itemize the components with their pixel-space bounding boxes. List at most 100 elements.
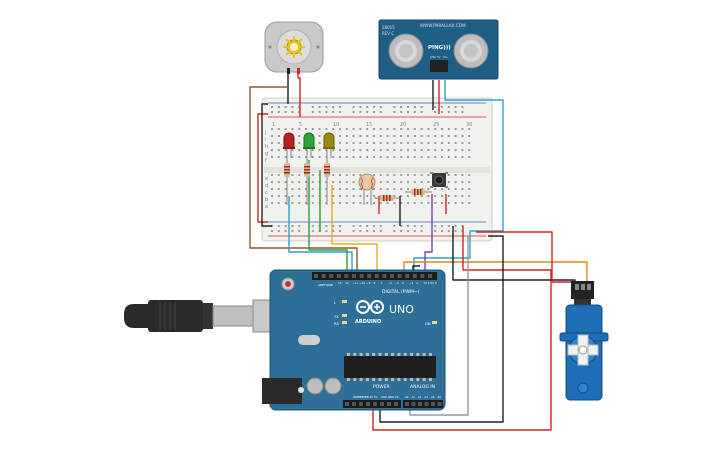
digital-pin-label: RX 0 <box>430 281 437 285</box>
breadboard-holes <box>271 106 471 232</box>
wire-red[interactable] <box>372 226 552 431</box>
sensor-brand: WWW.PARALLAX.COM <box>420 23 466 28</box>
digital-pin-label: ~5 <box>395 281 399 285</box>
wire-black[interactable] <box>379 235 504 423</box>
wires <box>249 73 588 431</box>
wire-cyan[interactable] <box>288 196 353 272</box>
column-number: 10 <box>333 122 339 128</box>
column-number: 30 <box>466 122 472 128</box>
column-number: 15 <box>366 122 372 128</box>
usb-cable-icon[interactable] <box>124 299 296 333</box>
digital-header <box>314 274 432 278</box>
row-letter: f <box>265 158 267 164</box>
analog-pin-label: A1 <box>412 395 416 399</box>
wire-cyan[interactable] <box>413 80 504 272</box>
sensor-label: PING))) <box>428 45 451 51</box>
digital-pin-label: 8 <box>374 281 376 285</box>
digital-pin-label: 7 <box>381 281 383 285</box>
row-letter: e <box>265 176 268 182</box>
sensor-pin-gnd: GND <box>430 55 436 59</box>
power-pin-label: GND <box>381 395 387 399</box>
row-letter: a <box>265 204 268 210</box>
column-number: 25 <box>433 122 439 128</box>
pushbutton-icon[interactable] <box>430 172 448 188</box>
wire-red[interactable] <box>257 113 268 223</box>
wire-black[interactable] <box>261 103 272 227</box>
digital-pin-label: ~9 <box>366 281 370 285</box>
row-letter: b <box>265 197 268 203</box>
column-number: 5 <box>299 122 302 128</box>
row-letter: c <box>265 190 268 196</box>
resistor[interactable] <box>374 195 400 201</box>
digital-pin-label: ~3 <box>409 281 413 285</box>
analog-pin-label: A0 <box>405 395 409 399</box>
analog-label: ANALOG IN <box>410 384 435 390</box>
digital-pin-label: ~10 <box>359 281 365 285</box>
analog-pin-label: A5 <box>438 395 442 399</box>
wire-yellow[interactable] <box>331 185 378 272</box>
led-red[interactable] <box>283 132 295 158</box>
resistor[interactable] <box>304 158 310 205</box>
resistor[interactable] <box>284 158 290 205</box>
power-pin-label: RESET <box>360 395 369 399</box>
l-label: L <box>334 301 336 305</box>
arduino-logo-text: ARDUINO <box>355 319 381 325</box>
power-pin-label: 5V <box>374 395 378 399</box>
digital-pin-label: TX 1 <box>422 281 430 285</box>
resistor[interactable] <box>324 158 330 205</box>
arduino-logo-icon <box>356 300 384 314</box>
tx-label: TX <box>333 315 339 319</box>
breadboard-column-numbers: 1 5 10 15 20 25 30 <box>272 122 472 128</box>
digital-label: DIGITAL (PWM~) <box>382 289 420 295</box>
row-letter: g <box>265 151 268 157</box>
led-green[interactable] <box>303 132 315 158</box>
digital-pin-label: 13 <box>338 281 342 285</box>
column-number: 1 <box>272 122 275 128</box>
power-pin-label: IOREF <box>353 395 361 399</box>
ultrasonic-sensor[interactable]: WWW.PARALLAX.COM 28015 REV C PING))) GND… <box>378 19 499 80</box>
arduino-model: UNO <box>389 303 414 316</box>
photoresistor-icon[interactable] <box>358 173 376 205</box>
power-analog-header <box>345 402 442 406</box>
breadboard[interactable]: 1 5 10 15 20 25 30 j i h g f e d c b a <box>261 97 493 242</box>
digital-pin-label: 12 <box>345 281 349 285</box>
row-letter: d <box>265 183 268 189</box>
wire-orange[interactable] <box>403 261 588 283</box>
wire-brown[interactable] <box>249 86 358 272</box>
power-label: POWER <box>373 384 390 390</box>
breadboard-row-letters: j i h g f e d c b a <box>264 130 268 210</box>
sensor-rev: REV C <box>382 31 394 36</box>
digital-pin-label: 4 <box>402 281 404 285</box>
microcontroller-chip <box>347 353 432 381</box>
analog-pin-label: A4 <box>431 395 435 399</box>
power-pin-label: GND <box>388 395 394 399</box>
digital-pin-label: ~6 <box>388 281 392 285</box>
digital-pin-label: ~11 <box>352 281 358 285</box>
arduino-board[interactable]: ARDUINO UNO DIGITAL (PWM~) POWER ANALOG … <box>262 269 446 411</box>
servo-icon[interactable] <box>559 281 609 401</box>
analog-pin-label: A2 <box>418 395 422 399</box>
power-pin-label: Vin <box>395 395 399 399</box>
row-letter: j <box>264 130 266 136</box>
sensor-pin-5v: 5V <box>437 55 441 59</box>
sensor-model: 28015 <box>382 25 395 30</box>
column-number: 20 <box>400 122 406 128</box>
gnd-label: GND <box>326 283 334 287</box>
led-yellow[interactable] <box>323 132 335 158</box>
resistor[interactable] <box>405 189 432 195</box>
dc-motor-icon[interactable] <box>264 21 324 74</box>
row-letter: h <box>265 144 268 150</box>
row-letter: i <box>265 137 266 143</box>
on-label: ON <box>425 322 431 326</box>
wire-green[interactable] <box>308 160 348 272</box>
power-pin-label: 3.3V <box>367 395 373 399</box>
sensor-pin-sig: SIG <box>443 55 447 59</box>
analog-pin-label: A3 <box>425 395 429 399</box>
aref-label: AREF <box>318 283 326 287</box>
wire-red[interactable] <box>297 73 301 117</box>
digital-pin-label: 2 <box>416 281 418 285</box>
